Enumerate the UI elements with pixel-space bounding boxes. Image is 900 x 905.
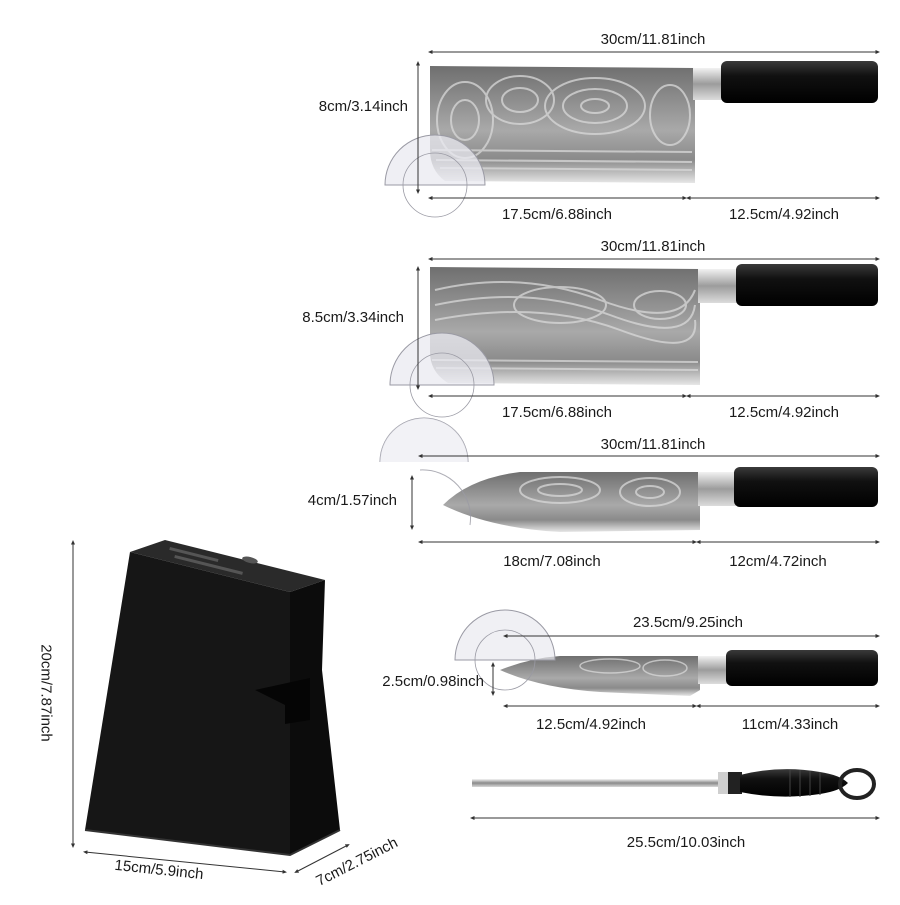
utility-knife-handle-length: 11cm/4.33inch [741,716,839,733]
cleaver-1-height: 8cm/3.14inch [318,98,408,115]
cleaver-2-blade-length: 17.5cm/6.88inch [501,404,613,421]
knife-block [84,540,341,857]
cleaver-1-blade-length: 17.5cm/6.88inch [501,206,613,223]
utility-knife-damascus-pattern [579,658,688,677]
cleaver-1 [384,61,878,218]
cleaver-1-handle-length: 12.5cm/4.92inch [728,206,840,223]
protractor-icon [384,134,486,218]
cleaver-2 [389,264,878,418]
chef-knife-handle-length: 12cm/4.72inch [729,553,827,570]
chef-knife-blade-length: 18cm/7.08inch [503,553,601,570]
cleaver-2-handle [736,264,878,306]
block-height: 20cm/7.87inch [37,644,55,742]
cleaver-2-handle-length: 12.5cm/4.92inch [728,404,840,421]
honing-rod [472,768,876,800]
utility-knife-height: 2.5cm/0.98inch [382,673,484,690]
dimension-lines [71,50,880,874]
sharpener-length: 25.5cm/10.03inch [626,834,746,851]
chef-knife-handle [734,467,878,507]
cleaver-1-blade [430,66,695,183]
hanging-ring-icon [838,768,876,800]
cleaver-1-total-length: 30cm/11.81inch [600,31,706,48]
protractor-icon [379,417,472,526]
utility-knife-total-length: 23.5cm/9.25inch [632,614,744,631]
block-slots [169,547,258,575]
chef-knife-total-length: 30cm/11.81inch [600,436,706,453]
cleaver-1-handle [721,61,878,103]
cleaver-2-total-length: 30cm/11.81inch [600,238,706,255]
utility-knife-handle [726,650,878,686]
chef-knife-damascus-pattern [519,476,681,507]
utility-knife-blade [500,656,700,696]
chef-knife-height: 4cm/1.57inch [307,492,397,509]
cleaver-2-height: 8.5cm/3.34inch [302,309,404,326]
cleaver-2-damascus-pattern [431,281,699,371]
utility-knife-blade-length: 12.5cm/4.92inch [535,716,647,733]
chef-knife [379,417,878,532]
